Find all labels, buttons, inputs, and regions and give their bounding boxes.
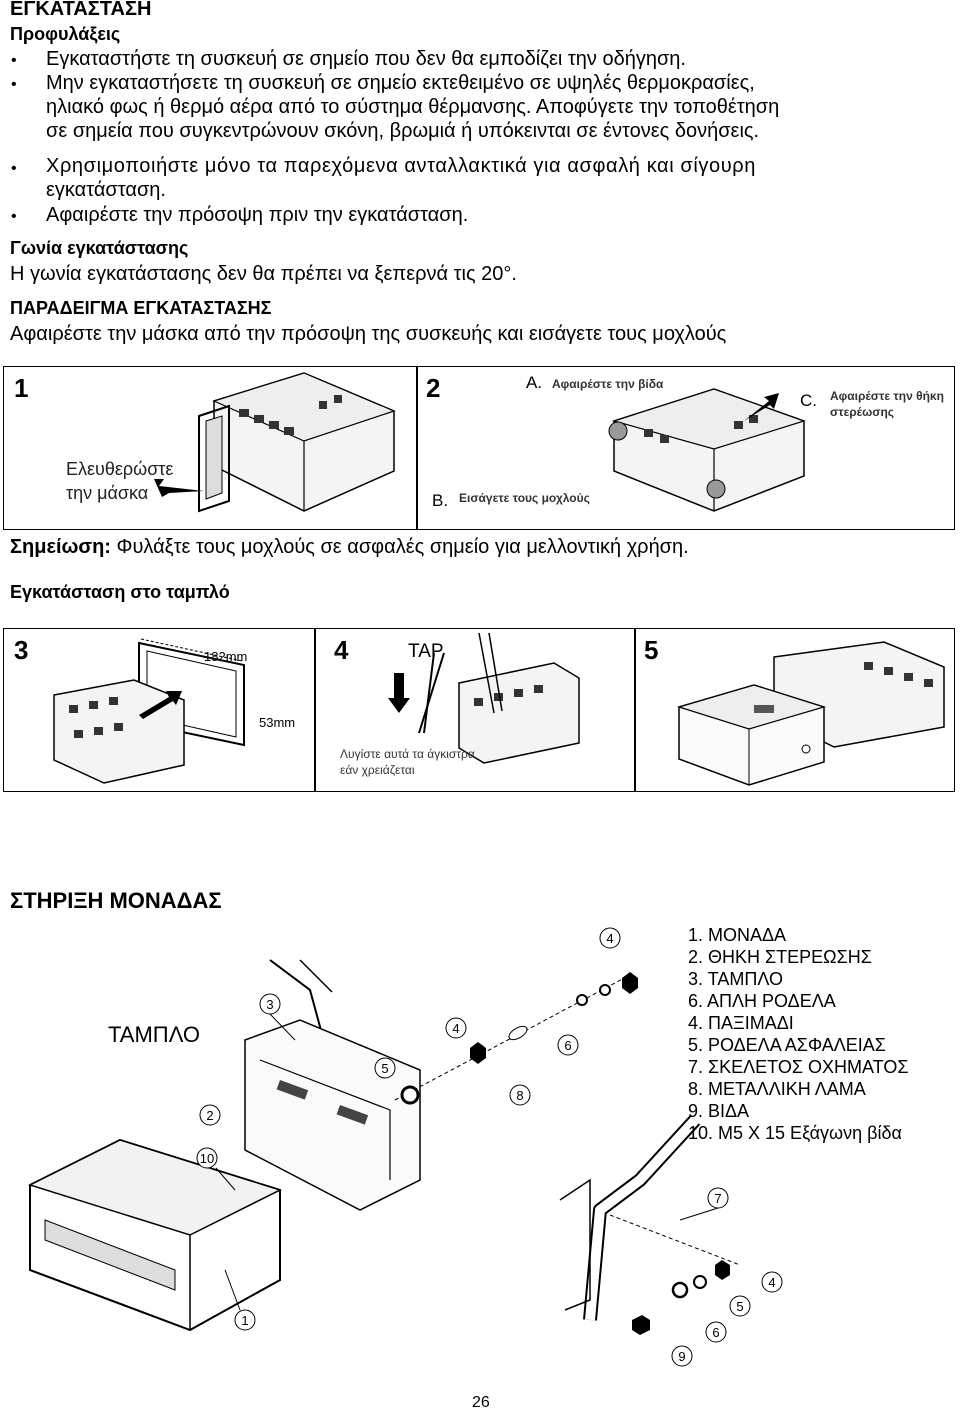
callout-label: 10 bbox=[200, 1151, 214, 1166]
figure-3-height: 53mm bbox=[259, 715, 296, 730]
list-item: 7. ΣΚΕΛΕΤΟΣ ΟΧΗΜΑΤΟΣ bbox=[688, 1057, 909, 1077]
page-number: 26 bbox=[472, 1394, 490, 1411]
callout-label: 4 bbox=[452, 1021, 459, 1036]
figure-5-drawing bbox=[676, 641, 945, 786]
parts-list: 1. ΜΟΝΑΔΑ 2. ΘΗΚΗ ΣΤΕΡΕΩΣΗΣ 3. ΤΑΜΠΛΟ 6.… bbox=[688, 924, 908, 1144]
callout-label: 4 bbox=[768, 1275, 775, 1290]
precaution-2c: σε σημεία που συγκεντρώνουν σκόνη, βρωμι… bbox=[46, 120, 760, 142]
dash-install-heading: Εγκατάσταση στο ταμπλό bbox=[10, 582, 230, 602]
figure-2-drawing bbox=[608, 388, 806, 512]
figure-2-step-b: B. bbox=[432, 491, 449, 510]
bullet-4: • bbox=[11, 208, 17, 225]
figure-2-step-c-text-2: στερέωσης bbox=[830, 405, 895, 419]
callout-label: 2 bbox=[206, 1108, 213, 1123]
bullet-3: • bbox=[11, 160, 17, 177]
list-item: 9. ΒΙΔΑ bbox=[688, 1101, 750, 1121]
precaution-2a: Μην εγκαταστήσετε τη συσκευή σε σημείο ε… bbox=[46, 72, 755, 94]
note-text: Φυλάξτε τους μοχλούς σε ασφαλές σημείο γ… bbox=[116, 536, 689, 558]
note-label: Σημείωση: bbox=[10, 536, 111, 558]
figure-1-drawing bbox=[154, 372, 396, 513]
figure-5-number: 5 bbox=[644, 635, 659, 665]
mounting-diagram: 4 3 4 5 6 8 2 10 1 7 4 5 6 9 bbox=[28, 927, 783, 1367]
figure-4-drawing bbox=[388, 633, 580, 764]
list-item: 1. ΜΟΝΑΔΑ bbox=[688, 925, 787, 945]
precaution-3a: Χρησιμοποιήστε μόνο τα παρεχόμενα ανταλλ… bbox=[46, 155, 756, 177]
precautions-heading: Προφυλάξεις bbox=[10, 24, 121, 44]
bullet-2: • bbox=[11, 76, 17, 93]
figure-3-drawing bbox=[53, 638, 245, 784]
list-item: 2. ΘΗΚΗ ΣΤΕΡΕΩΣΗΣ bbox=[688, 947, 872, 967]
list-item: 10. M5 X 15 Εξάγωνη βίδα bbox=[688, 1123, 902, 1143]
callout-label: 6 bbox=[712, 1325, 719, 1340]
mount-dash-label: ΤΑΜΠΛΟ bbox=[108, 1022, 201, 1047]
figure-4-caption-1: Λυγίστε αυτά τα άγκιστρα bbox=[340, 747, 475, 761]
list-item: 5. ΡΟΔΕΛΑ ΑΣΦΑΛΕΙΑΣ bbox=[688, 1035, 886, 1055]
example-text: Αφαιρέστε την μάσκα από την πρόσοψη της … bbox=[10, 323, 727, 345]
precaution-4: Αφαιρέστε την πρόσοψη πριν την εγκατάστα… bbox=[46, 204, 469, 226]
list-item: 8. ΜΕΤΑΛΛΙΚΗ ΛΑΜΑ bbox=[688, 1079, 866, 1099]
list-item: 4. ΠΑΞΙΜΑΔΙ bbox=[688, 1013, 794, 1033]
figure-panel-1-2: 1 2 Ελευθερώστε την μάσκα A. Αφαιρέστε τ… bbox=[3, 366, 955, 530]
precaution-1: Εγκαταστήστε τη συσκευή σε σημείο που δε… bbox=[46, 48, 686, 70]
mount-heading: ΣΤΗΡΙΞΗ ΜΟΝΑΔΑΣ bbox=[10, 888, 222, 913]
callout-label: 1 bbox=[241, 1313, 248, 1328]
figure-1-caption-2: την μάσκα bbox=[66, 483, 149, 503]
figure-1-number: 1 bbox=[14, 373, 29, 403]
callout-label: 9 bbox=[678, 1349, 685, 1364]
figure-2-step-b-text: Εισάγετε τους μοχλούς bbox=[459, 491, 590, 505]
figure-2-number: 2 bbox=[426, 373, 441, 403]
figure-3-width: 182mm bbox=[204, 649, 248, 664]
list-item: 6. ΑΠΛΗ ΡΟΔΕΛΑ bbox=[688, 991, 836, 1011]
precaution-2b: ηλιακό φως ή θερμό αέρα από το σύστημα θ… bbox=[46, 96, 780, 118]
figure-divider-4-5 bbox=[634, 629, 636, 791]
figure-2-step-a-text: Αφαιρέστε την βίδα bbox=[552, 377, 664, 391]
figure-2-step-c-text-1: Αφαιρέστε την θήκη bbox=[830, 389, 944, 403]
figure-4-tap: TAP bbox=[408, 641, 444, 662]
callout-label: 6 bbox=[564, 1038, 571, 1053]
callout-label: 8 bbox=[516, 1088, 523, 1103]
figure-2-step-c: C. bbox=[800, 391, 817, 410]
callout-label: 5 bbox=[736, 1299, 743, 1314]
example-heading: ΠΑΡΑΔΕΙΓΜΑ ΕΓΚΑΤΑΣΤΑΣΗΣ bbox=[10, 298, 272, 318]
angle-text: Η γωνία εγκατάστασης δεν θα πρέπει να ξε… bbox=[10, 263, 517, 285]
figure-3-number: 3 bbox=[14, 635, 29, 665]
figure-4-number: 4 bbox=[334, 635, 349, 665]
precaution-3b: εγκατάσταση. bbox=[46, 179, 166, 201]
figure-divider bbox=[416, 367, 418, 529]
callout-label: 3 bbox=[266, 997, 273, 1012]
figure-divider-3-4 bbox=[314, 629, 316, 791]
list-item: 3. ΤΑΜΠΛΟ bbox=[688, 969, 783, 989]
figure-4-caption-2: εάν χρειάζεται bbox=[340, 763, 415, 777]
page-title: ΕΓΚΑΤΑΣΤΑΣΗ bbox=[10, 0, 152, 20]
bullet-1: • bbox=[11, 52, 17, 69]
note: Σημείωση: Φυλάξτε τους μοχλούς σε ασφαλέ… bbox=[10, 536, 689, 559]
callout-label: 5 bbox=[381, 1061, 388, 1076]
callout-label: 4 bbox=[606, 931, 613, 946]
callout-label: 7 bbox=[714, 1191, 721, 1206]
figure-1-caption-1: Ελευθερώστε bbox=[66, 459, 174, 479]
angle-heading: Γωνία εγκατάστασης bbox=[10, 238, 189, 258]
figure-panel-3-5: 3 4 5 182mm 53mm TAP Λυγίστε αυτά τα άγκ… bbox=[3, 628, 955, 792]
figure-2-step-a: A. bbox=[526, 373, 543, 392]
